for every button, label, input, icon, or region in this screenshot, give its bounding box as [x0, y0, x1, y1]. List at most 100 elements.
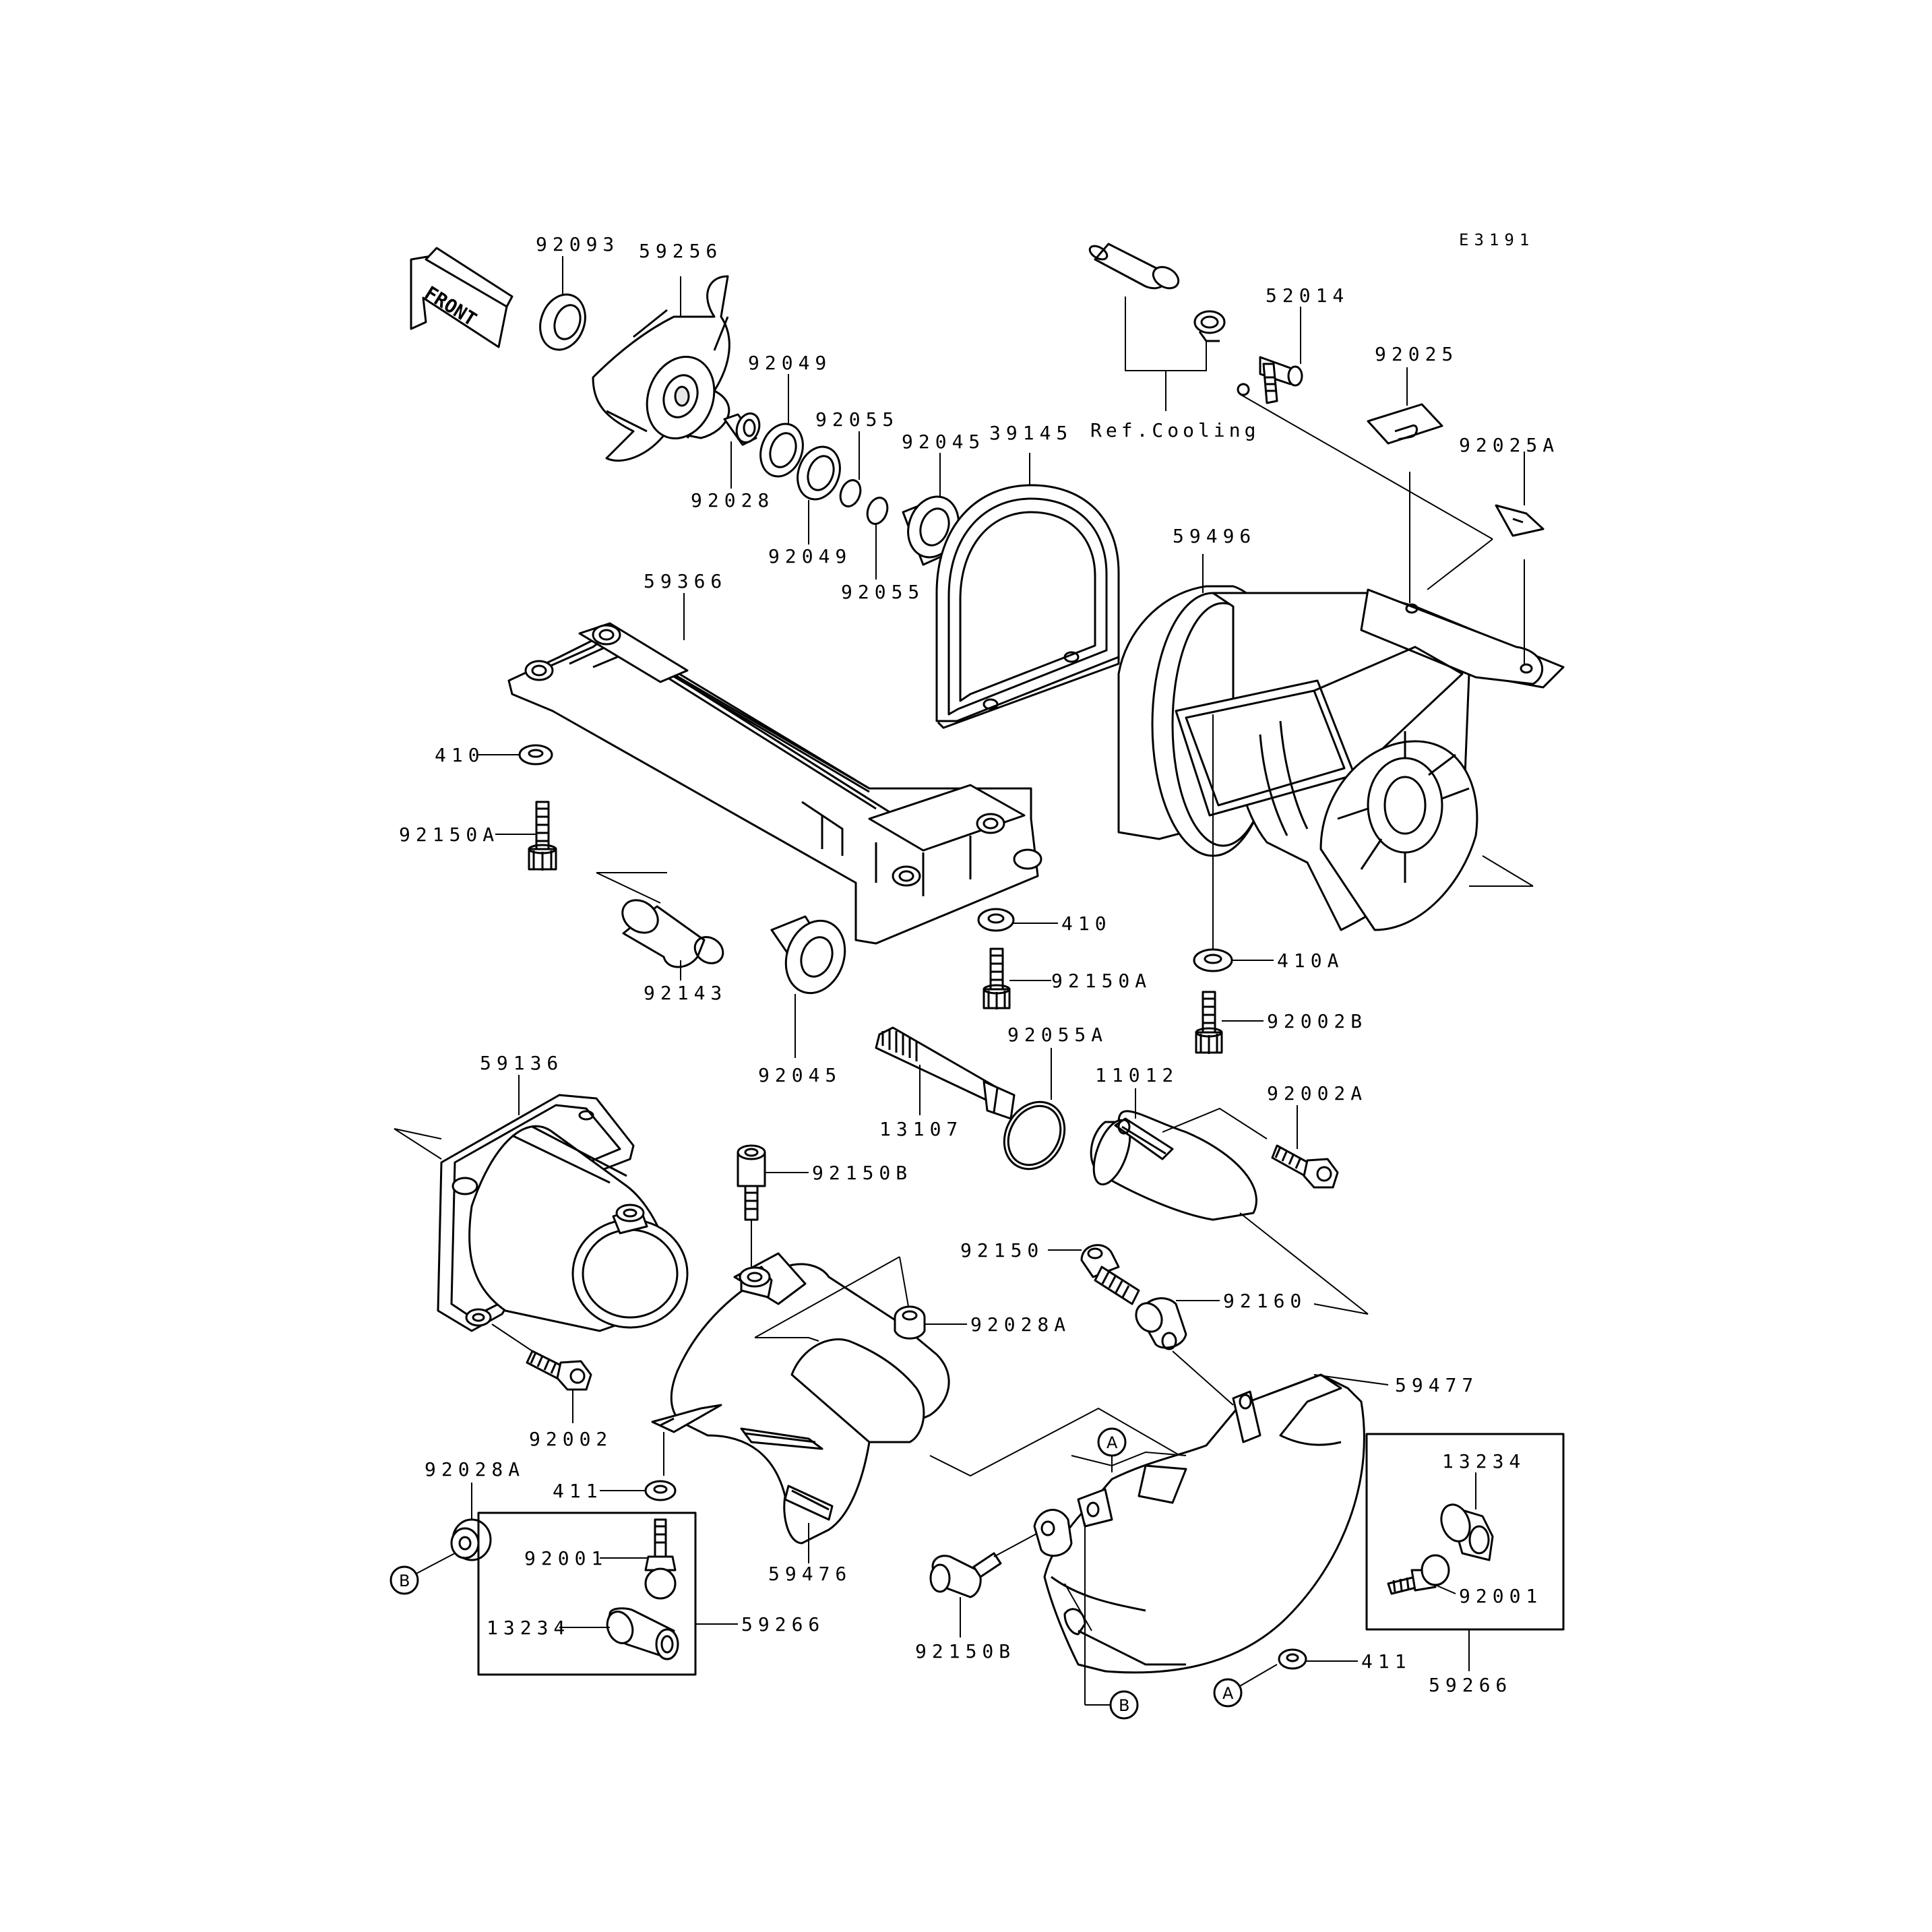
label-92150A-left: 92150A [399, 823, 499, 846]
label-59496: 59496 [1173, 525, 1256, 547]
part-spacer-92143 [596, 872, 724, 980]
label-92025A: 92025A [1459, 434, 1559, 456]
part-bearing-92045-lower [770, 915, 846, 1058]
part-washer-411-left [600, 1480, 677, 1501]
part-oring-92055A [1003, 1048, 1066, 1171]
front-arrow-icon: FRONT [410, 247, 513, 348]
label-13234-right: 13234 [1442, 1450, 1526, 1472]
part-collar-92150B-upper [737, 1144, 809, 1277]
part-bolt-92150A-right [983, 947, 1051, 1009]
part-shim-92025 [1367, 367, 1443, 445]
drawing-code: E3191 [1459, 230, 1534, 249]
label-92049-upper: 92049 [748, 352, 832, 374]
label-92055A: 92055A [1007, 1024, 1108, 1046]
part-oring-92055-lower [866, 497, 889, 580]
part-nozzle-59136 [394, 1075, 689, 1332]
label-92028: 92028 [691, 489, 774, 511]
part-pivot-bracket [1033, 1509, 1112, 1706]
part-fitting-52014 [1237, 307, 1493, 540]
label-92160: 92160 [1223, 1290, 1307, 1312]
label-92045-lower: 92045 [758, 1064, 842, 1086]
reference-note-cooling: Ref.Cooling [1090, 419, 1259, 441]
label-59136: 59136 [480, 1052, 563, 1074]
cooling-hose-group [1088, 243, 1226, 411]
label-59266-right: 59266 [1429, 1674, 1512, 1696]
part-washer-410-left [478, 744, 553, 766]
label-59477: 59477 [1395, 1374, 1478, 1396]
label-92143: 92143 [644, 982, 727, 1004]
part-collar-92028 [723, 412, 761, 489]
part-reverse-bucket-59477 [1043, 1373, 1389, 1674]
label-13107: 13107 [879, 1118, 963, 1140]
part-bolt-92150A-left [495, 801, 557, 871]
label-92001-left: 92001 [524, 1547, 608, 1569]
part-shim-92025A [1495, 451, 1545, 537]
label-411-right: 411 [1361, 1650, 1412, 1673]
part-bolt-92002B [1195, 991, 1264, 1054]
part-seal-92093 [539, 256, 586, 351]
part-deflector-59476 [651, 1252, 1187, 1563]
impeller-group: 92093 59256 92028 92049 [536, 233, 985, 603]
part-bolt-92150 [1048, 1244, 1140, 1305]
part-washer-410A [1193, 714, 1274, 972]
label-410-right: 410 [1061, 912, 1112, 935]
part-drain-plug-13234-left [559, 1607, 679, 1660]
part-shaft-13107 [875, 1026, 1016, 1120]
part-gasket-39145 [935, 453, 1120, 729]
label-11012: 11012 [1095, 1064, 1179, 1086]
callout-b-left-text: B [399, 1571, 410, 1590]
label-13234-left: 13234 [487, 1617, 570, 1639]
label-39145: 39145 [989, 422, 1073, 444]
part-valve-92001-right [1387, 1554, 1456, 1595]
kit-box-59266-left [477, 1512, 738, 1676]
label-92150A-right: 92150A [1051, 970, 1152, 992]
part-washer-411-right [1278, 1648, 1358, 1670]
label-410A: 410A [1277, 949, 1344, 972]
label-92150B-upper: 92150B [812, 1162, 912, 1184]
part-washer-92049-upper [759, 374, 804, 478]
label-92150B-lower: 92150B [915, 1640, 1016, 1662]
callout-a-center-text: A [1107, 1433, 1118, 1452]
part-washer-92049-lower [797, 445, 841, 544]
part-bushing-92160 [1135, 1297, 1234, 1406]
label-410-left: 410 [435, 744, 485, 766]
label-411-left: 411 [553, 1480, 603, 1502]
label-59256: 59256 [639, 240, 722, 262]
label-92002A: 92002A [1267, 1082, 1367, 1104]
part-bolt-92002A [1271, 1105, 1339, 1189]
kit-box-59266-right [1365, 1433, 1565, 1671]
part-valve-92001-left [600, 1518, 677, 1600]
callout-a-center: A [1097, 1427, 1127, 1472]
part-shaft-tube-59366 [507, 593, 1042, 945]
label-92028A-lower: 92028A [425, 1458, 525, 1481]
label-59476: 59476 [768, 1563, 852, 1585]
callout-b-left: B [389, 1553, 456, 1595]
label-92093: 92093 [536, 233, 619, 255]
callout-a-right-text: A [1222, 1684, 1234, 1703]
label-59266-left: 59266 [741, 1613, 825, 1635]
label-92002B: 92002B [1267, 1010, 1367, 1032]
callout-b-center-text: B [1119, 1696, 1129, 1715]
label-92001-right: 92001 [1459, 1585, 1543, 1607]
label-92049-lower: 92049 [768, 545, 852, 567]
part-drain-plug-13234-right [1440, 1472, 1494, 1561]
part-collar-92028A-lower [450, 1483, 492, 1561]
part-cone-11012 [1090, 1088, 1369, 1315]
label-92028A-upper: 92028A [970, 1313, 1071, 1336]
part-collar-92028A-upper [894, 1305, 967, 1340]
callout-a-right: A [1213, 1664, 1278, 1708]
part-impeller-59256 [592, 275, 730, 462]
callout-b-center: B [1109, 1690, 1139, 1720]
label-92045-upper: 92045 [902, 431, 985, 453]
label-52014: 52014 [1266, 284, 1349, 307]
label-92055-lower: 92055 [841, 581, 925, 603]
label-92002: 92002 [529, 1428, 613, 1450]
label-92025: 92025 [1375, 343, 1458, 365]
part-bolt-92002 [491, 1323, 592, 1423]
label-59366: 59366 [644, 570, 727, 592]
label-92055-upper: 92055 [815, 408, 899, 431]
part-washer-410-right [977, 908, 1058, 932]
label-92150: 92150 [960, 1239, 1044, 1261]
part-oring-92055-upper [839, 431, 862, 507]
